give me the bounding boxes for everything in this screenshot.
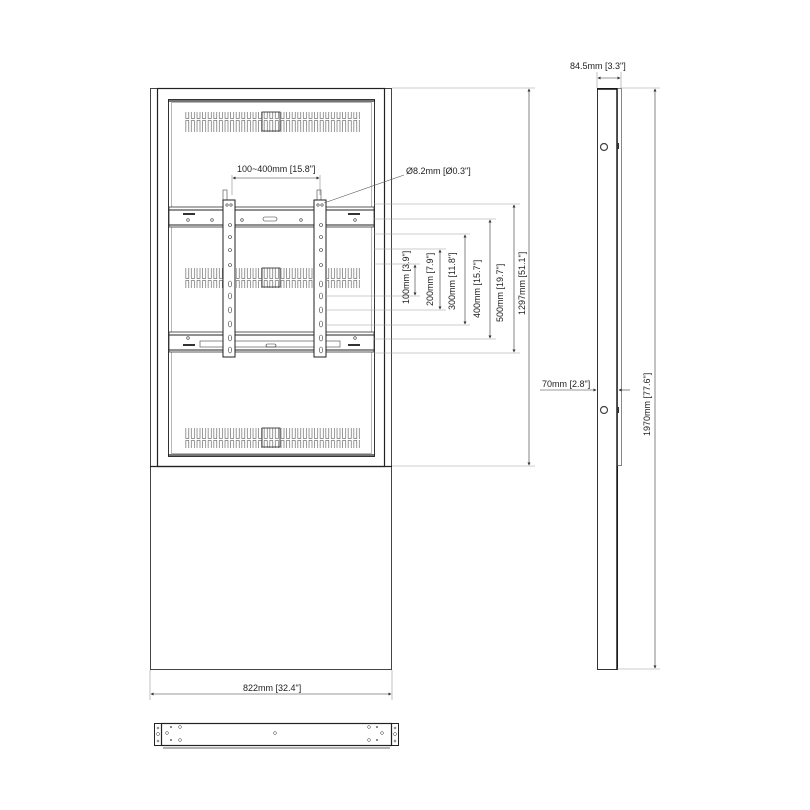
vertical-dimensions [413,88,531,466]
stand-outline [150,88,392,670]
side-knob-bottom [599,405,609,415]
vent-bottom [184,428,360,448]
dim-400-label: 400mm [15.7"] [472,259,482,318]
side-depth-label: 84.5mm [3.3"] [570,61,626,71]
vent-middle [184,268,223,288]
width-dimension [149,670,393,700]
side-offset-label: 70mm [2.8"] [542,379,591,389]
overall-width-label: 822mm [32.4"] [243,683,302,693]
dim-300-label: 300mm [11.8"] [447,252,457,310]
extension-lines [326,87,535,467]
hole-diameter-label: Ø8.2mm [Ø0.3"] [406,166,471,176]
bottom-view [154,722,399,749]
vesa-width-dimension [231,175,321,195]
side-view [540,72,660,670]
vent-top [184,112,360,132]
vesa-bracket-right [313,189,327,358]
front-view [149,87,535,700]
side-knob-top [599,142,609,152]
upper-rail [168,206,375,228]
hole-leader [323,174,405,204]
dim-1297-label: 1297mm [51.1"] [517,251,527,315]
dim-100-label: 100mm [3.9"] [401,250,411,304]
dim-500-label: 500mm [19.7"] [495,263,505,322]
vesa-bracket-left [222,189,236,358]
vesa-width-label: 100~400mm [15.8"] [237,164,316,174]
dim-200-label: 200mm [7.9"] [425,252,435,306]
side-height-label: 1970mm [77.6"] [642,372,652,436]
lower-rail [168,331,375,353]
